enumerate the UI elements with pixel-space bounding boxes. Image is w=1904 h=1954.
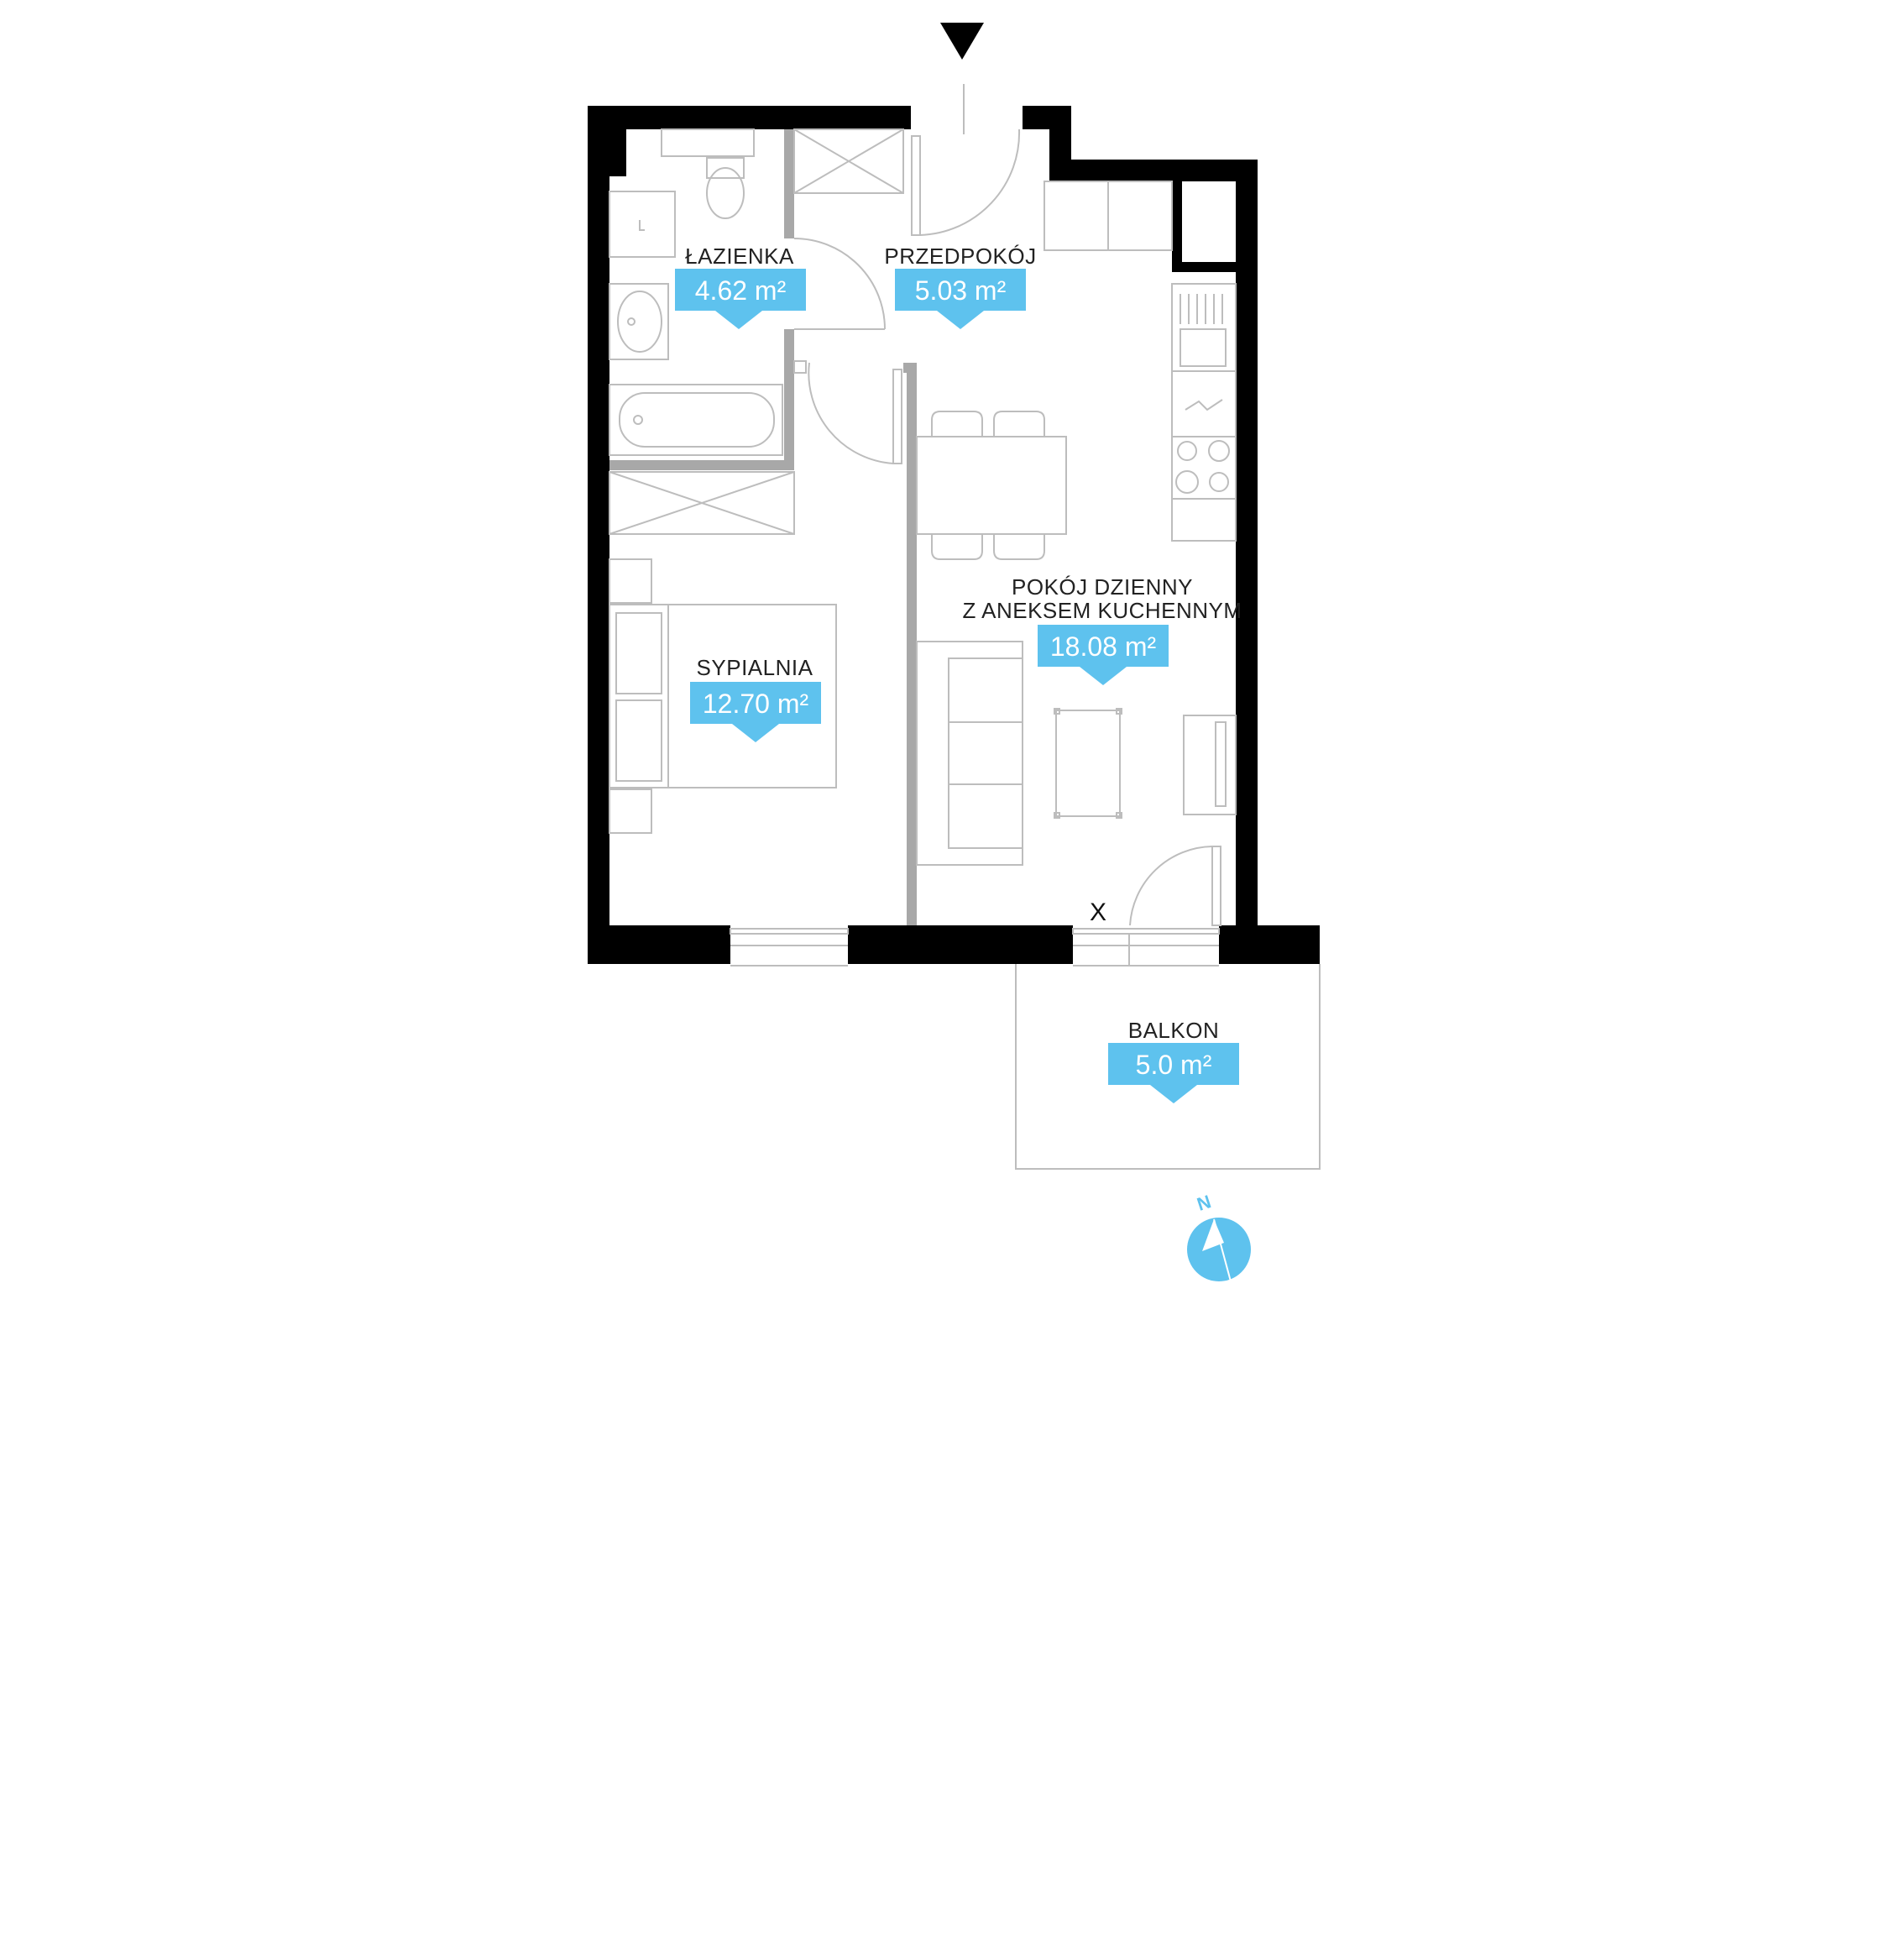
room-name-balcony: BALKON (1128, 1018, 1220, 1043)
entrance-arrow-icon (940, 23, 984, 60)
fixtures (609, 128, 1321, 1170)
room-bedroom: SYPIALNIA 12.70 m² (690, 655, 821, 742)
area-tag-bedroom (690, 682, 821, 724)
room-name-bedroom: SYPIALNIA (697, 655, 813, 680)
room-name-hallway: PRZEDPOKÓJ (884, 244, 1036, 269)
area-bedroom: 12.70 m² (703, 689, 809, 719)
partition-walls (609, 129, 917, 925)
area-hallway: 5.03 m² (915, 275, 1007, 306)
room-bathroom: ŁAZIENKA 4.62 m² (675, 244, 806, 329)
ventilation-shaft (1182, 181, 1236, 262)
area-bathroom: 4.62 m² (695, 275, 787, 306)
area-tag-balcony (1108, 1043, 1239, 1085)
room-name-living-line1: POKÓJ DZIENNY (1012, 574, 1193, 600)
area-living: 18.08 m² (1050, 631, 1157, 662)
north-label: N (1195, 1191, 1214, 1215)
area-balcony: 5.0 m² (1136, 1050, 1212, 1080)
area-tag-bathroom (675, 269, 806, 311)
exterior-walls (588, 106, 1320, 964)
area-tag-hallway (895, 269, 1026, 311)
room-name-bathroom: ŁAZIENKA (685, 244, 794, 269)
area-tag-living (1038, 625, 1169, 667)
room-hallway: PRZEDPOKÓJ 5.03 m² (884, 244, 1036, 329)
door-mark: X (1090, 898, 1106, 926)
room-name-living-line2: Z ANEKSEM KUCHENNYM (962, 598, 1242, 623)
north-compass-icon: N (1187, 1191, 1251, 1282)
room-balcony: BALKON 5.0 m² (1108, 1018, 1239, 1103)
room-living: POKÓJ DZIENNY Z ANEKSEM KUCHENNYM 18.08 … (962, 574, 1242, 685)
